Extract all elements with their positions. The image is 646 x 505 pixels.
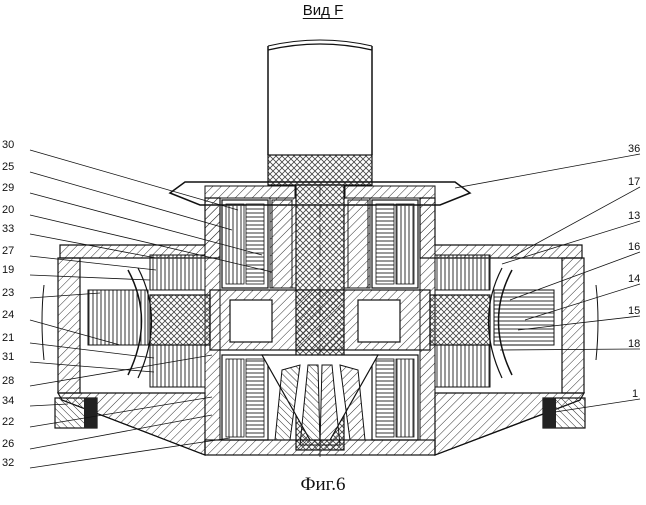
label-17: 17	[628, 176, 640, 188]
label-34: 34	[2, 395, 14, 407]
label-30: 30	[2, 139, 14, 151]
label-15: 15	[628, 305, 640, 317]
label-16: 16	[628, 241, 640, 253]
label-19: 19	[2, 264, 14, 276]
label-28: 28	[2, 375, 14, 387]
label-22: 22	[2, 416, 14, 428]
label-24: 24	[2, 309, 14, 321]
label-25: 25	[2, 161, 14, 173]
label-26: 26	[2, 438, 14, 450]
figure-caption: Фиг.6	[0, 474, 646, 496]
label-21: 21	[2, 332, 14, 344]
label-20: 20	[2, 204, 14, 216]
label-31: 31	[2, 351, 14, 363]
part-labels-left: 30 25 29 20 33 27 19 23 24 21 31 28 34 2…	[2, 139, 14, 469]
label-27: 27	[2, 245, 14, 257]
label-14: 14	[628, 273, 640, 285]
label-18: 18	[628, 338, 640, 350]
side-magnets-left	[88, 255, 210, 387]
label-33: 33	[2, 223, 14, 235]
lower-magnet-stack-left	[222, 355, 268, 440]
label-13: 13	[628, 210, 640, 222]
lower-magnet-stack-right	[372, 355, 418, 440]
cone-vanes	[262, 355, 378, 445]
side-magnets-right	[430, 255, 554, 387]
label-32: 32	[2, 457, 14, 469]
label-29: 29	[2, 182, 14, 194]
view-title: Вид F	[0, 2, 646, 19]
label-36: 36	[628, 143, 640, 155]
label-23: 23	[2, 287, 14, 299]
part-labels-right: 36 17 13 16 14 15 18 1	[628, 143, 640, 400]
shaft-tube	[268, 40, 372, 185]
label-1: 1	[632, 388, 638, 400]
